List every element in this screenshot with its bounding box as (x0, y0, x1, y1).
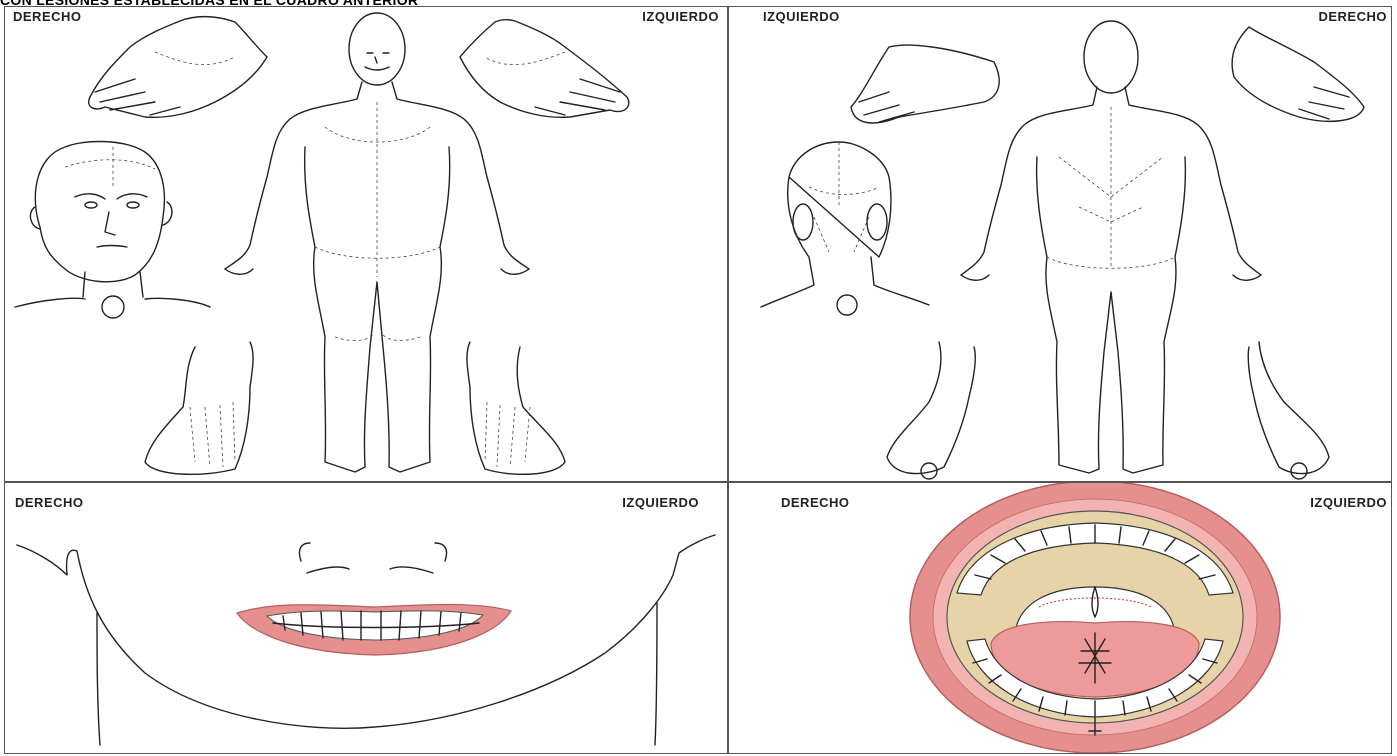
front-full-body-drawing (225, 13, 529, 472)
front-left-hand-drawing (460, 20, 629, 118)
front-right-foot-drawing (145, 342, 253, 474)
back-left-foot-drawing (887, 342, 975, 479)
front-left-foot-drawing (467, 342, 565, 474)
back-right-foot-drawing (1248, 342, 1329, 479)
open-mouth-panel: DERECHO IZQUIERDO (728, 482, 1392, 754)
front-right-hand-drawing (89, 17, 267, 118)
open-mouth-drawing (729, 483, 1392, 754)
back-body-panel: IZQUIERDO DERECHO (728, 6, 1392, 482)
lips-drawing (237, 605, 511, 656)
lower-face-drawing (5, 483, 728, 754)
back-full-body-drawing (961, 21, 1261, 473)
back-right-hand-drawing (1232, 27, 1364, 121)
front-body-drawing (5, 7, 728, 482)
back-left-hand-drawing (851, 45, 999, 123)
front-body-panel: DERECHO IZQUIERDO (4, 6, 728, 482)
front-face-drawing (15, 142, 210, 318)
face-lips-panel: DERECHO IZQUIERDO (4, 482, 728, 754)
back-head-drawing (761, 142, 929, 315)
back-body-drawing (729, 7, 1392, 482)
